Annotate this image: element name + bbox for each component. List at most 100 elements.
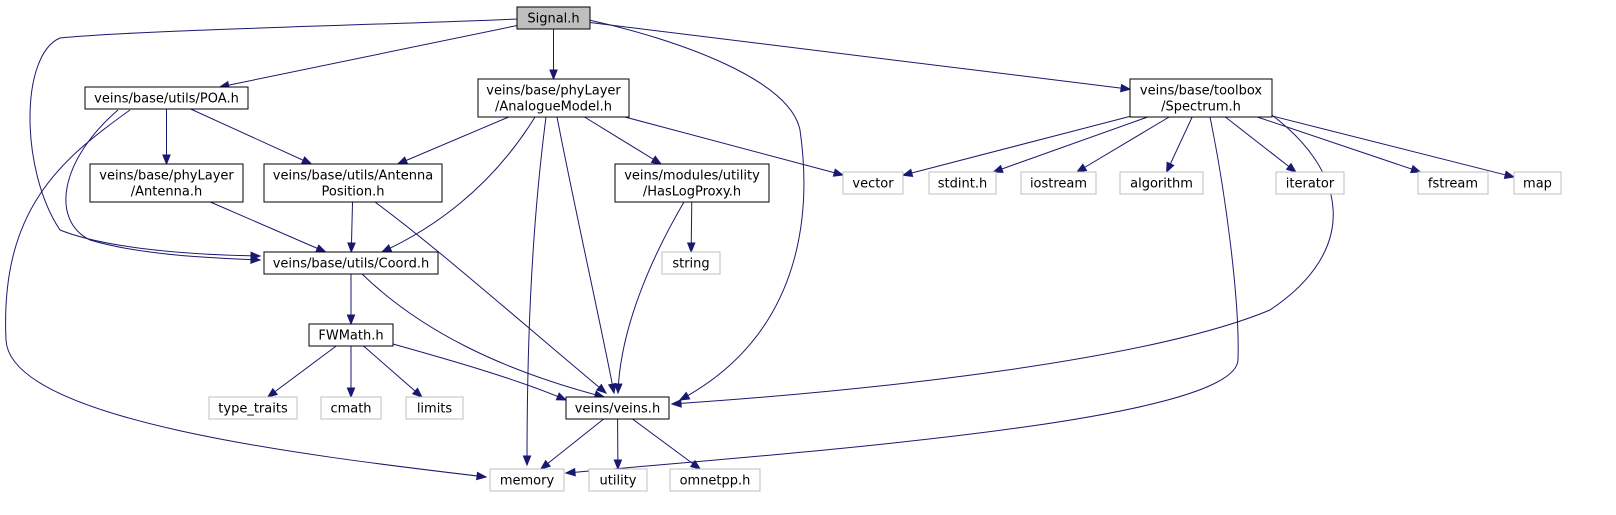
edge-arrowhead: [250, 255, 262, 264]
node-poa[interactable]: veins/base/utils/POA.h: [84, 86, 249, 110]
node-haslog[interactable]: veins/modules/utility/HasLogProxy.h: [614, 163, 770, 203]
node-analogue[interactable]: veins/base/phyLayer/AnalogueModel.h: [477, 78, 630, 118]
node-box: [1513, 171, 1562, 195]
node-label: memory: [500, 474, 555, 489]
node-box: [669, 468, 761, 492]
edge-spectrum-to-vector: [901, 115, 1131, 178]
edge-arrowhead: [689, 459, 702, 470]
edge-spectrum-to-map: [1271, 115, 1516, 179]
edge-veins-to-memory: [539, 418, 604, 470]
node-label: veins/base/toolbox: [1140, 84, 1262, 99]
node-fwmath[interactable]: FWMath.h: [308, 323, 394, 347]
node-iterator: iterator: [1275, 171, 1345, 195]
node-vector: vector: [842, 171, 904, 195]
node-label: Position.h: [322, 185, 385, 200]
edge-arrowhead: [347, 242, 356, 254]
edge-signal-to-analogue: [549, 29, 558, 81]
edge-line: [392, 343, 567, 401]
edge-line: [632, 418, 701, 470]
edge-signal-to-poa: [218, 25, 518, 90]
edge-arrowhead: [992, 164, 1004, 173]
edge-coord-to-veins: [361, 273, 606, 399]
edge-arrowhead: [1503, 170, 1516, 179]
node-signal[interactable]: Signal.h: [516, 6, 591, 30]
node-map: map: [1513, 171, 1562, 195]
node-box: [1129, 78, 1273, 118]
edge-poa-to-coord: [65, 109, 262, 264]
edge-arrowhead: [564, 467, 576, 477]
edge-arrowhead: [595, 383, 608, 394]
edge-arrowhead: [522, 455, 532, 467]
edge-line: [526, 116, 547, 466]
edge-spectrum-to-iostream: [1075, 116, 1170, 173]
edge-arrowhead: [613, 383, 623, 395]
edge-arrowhead: [162, 154, 171, 166]
edge-arrowhead: [266, 387, 278, 398]
edge-line: [624, 116, 844, 176]
edge-haslog-to-veins: [613, 201, 685, 395]
edge-arrowhead: [678, 391, 691, 401]
edge-veins-to-utility: [613, 418, 623, 471]
node-antenna[interactable]: veins/base/phyLayer/Antenna.h: [89, 163, 244, 203]
edge-line: [617, 201, 685, 394]
edge-antpos-to-coord: [347, 201, 356, 254]
node-label: Signal.h: [527, 12, 579, 27]
edge-line: [219, 25, 518, 88]
node-memory: memory: [489, 468, 565, 492]
node-box: [84, 86, 249, 110]
edge-arrowhead: [1075, 163, 1088, 173]
node-coord[interactable]: veins/base/utils/Coord.h: [263, 251, 439, 275]
edge-line: [565, 116, 1239, 474]
edge-fwmath-to-limits: [363, 345, 423, 398]
edge-arrowhead: [396, 156, 409, 165]
edge-line: [540, 418, 604, 470]
edge-arrowhead: [346, 387, 356, 399]
edge-arrowhead: [476, 471, 488, 481]
edge-line: [556, 116, 615, 394]
node-label: map: [1523, 177, 1552, 192]
node-box: [1275, 171, 1345, 195]
node-type_traits: type_traits: [208, 396, 298, 420]
edge-spectrum-to-algorithm: [1166, 116, 1193, 174]
edge-spectrum-to-iterator: [1225, 116, 1297, 173]
node-label: veins/veins.h: [575, 402, 660, 417]
edge-analogue-to-haslog: [584, 116, 663, 165]
edge-arrowhead: [539, 459, 551, 470]
edge-arrowhead: [555, 392, 568, 401]
nodes-layer: Signal.h veins/base/utils/POA.h veins/base…: [84, 6, 1562, 492]
edge-haslog-to-string: [686, 201, 696, 254]
node-label: string: [672, 257, 709, 272]
node-box: [263, 251, 439, 275]
node-box: [263, 163, 443, 203]
node-label: /Spectrum.h: [1161, 100, 1241, 115]
node-stdint: stdint.h: [928, 171, 997, 195]
node-cmath: cmath: [320, 396, 382, 420]
edge-analogue-to-vector: [624, 116, 845, 177]
node-box: [308, 323, 394, 347]
edge-arrowhead: [1409, 164, 1422, 174]
node-box: [842, 171, 904, 195]
edge-arrowhead: [832, 168, 845, 177]
edge-antenna-to-coord: [210, 201, 327, 253]
node-label: algorithm: [1130, 177, 1193, 192]
edges-layer: [5, 18, 1516, 481]
node-veins[interactable]: veins/veins.h: [565, 396, 670, 420]
edge-line: [267, 345, 337, 398]
edge-arrowhead: [549, 69, 558, 81]
edge-spectrum-to-fstream: [1257, 116, 1422, 174]
edge-fwmath-to-type_traits: [266, 345, 337, 398]
edge-line: [363, 345, 423, 398]
node-limits: limits: [405, 396, 464, 420]
node-box: [588, 468, 648, 492]
edge-arrowhead: [380, 244, 393, 253]
edge-line: [381, 116, 536, 253]
node-label: veins/modules/utility: [624, 169, 760, 184]
edge-analogue-to-antpos: [396, 116, 509, 165]
node-label: utility: [600, 474, 637, 489]
node-box: [208, 396, 298, 420]
node-spectrum[interactable]: veins/base/toolbox/Spectrum.h: [1129, 78, 1273, 118]
node-box: [516, 6, 591, 30]
edge-arrowhead: [901, 168, 914, 178]
edge-line: [993, 116, 1148, 173]
